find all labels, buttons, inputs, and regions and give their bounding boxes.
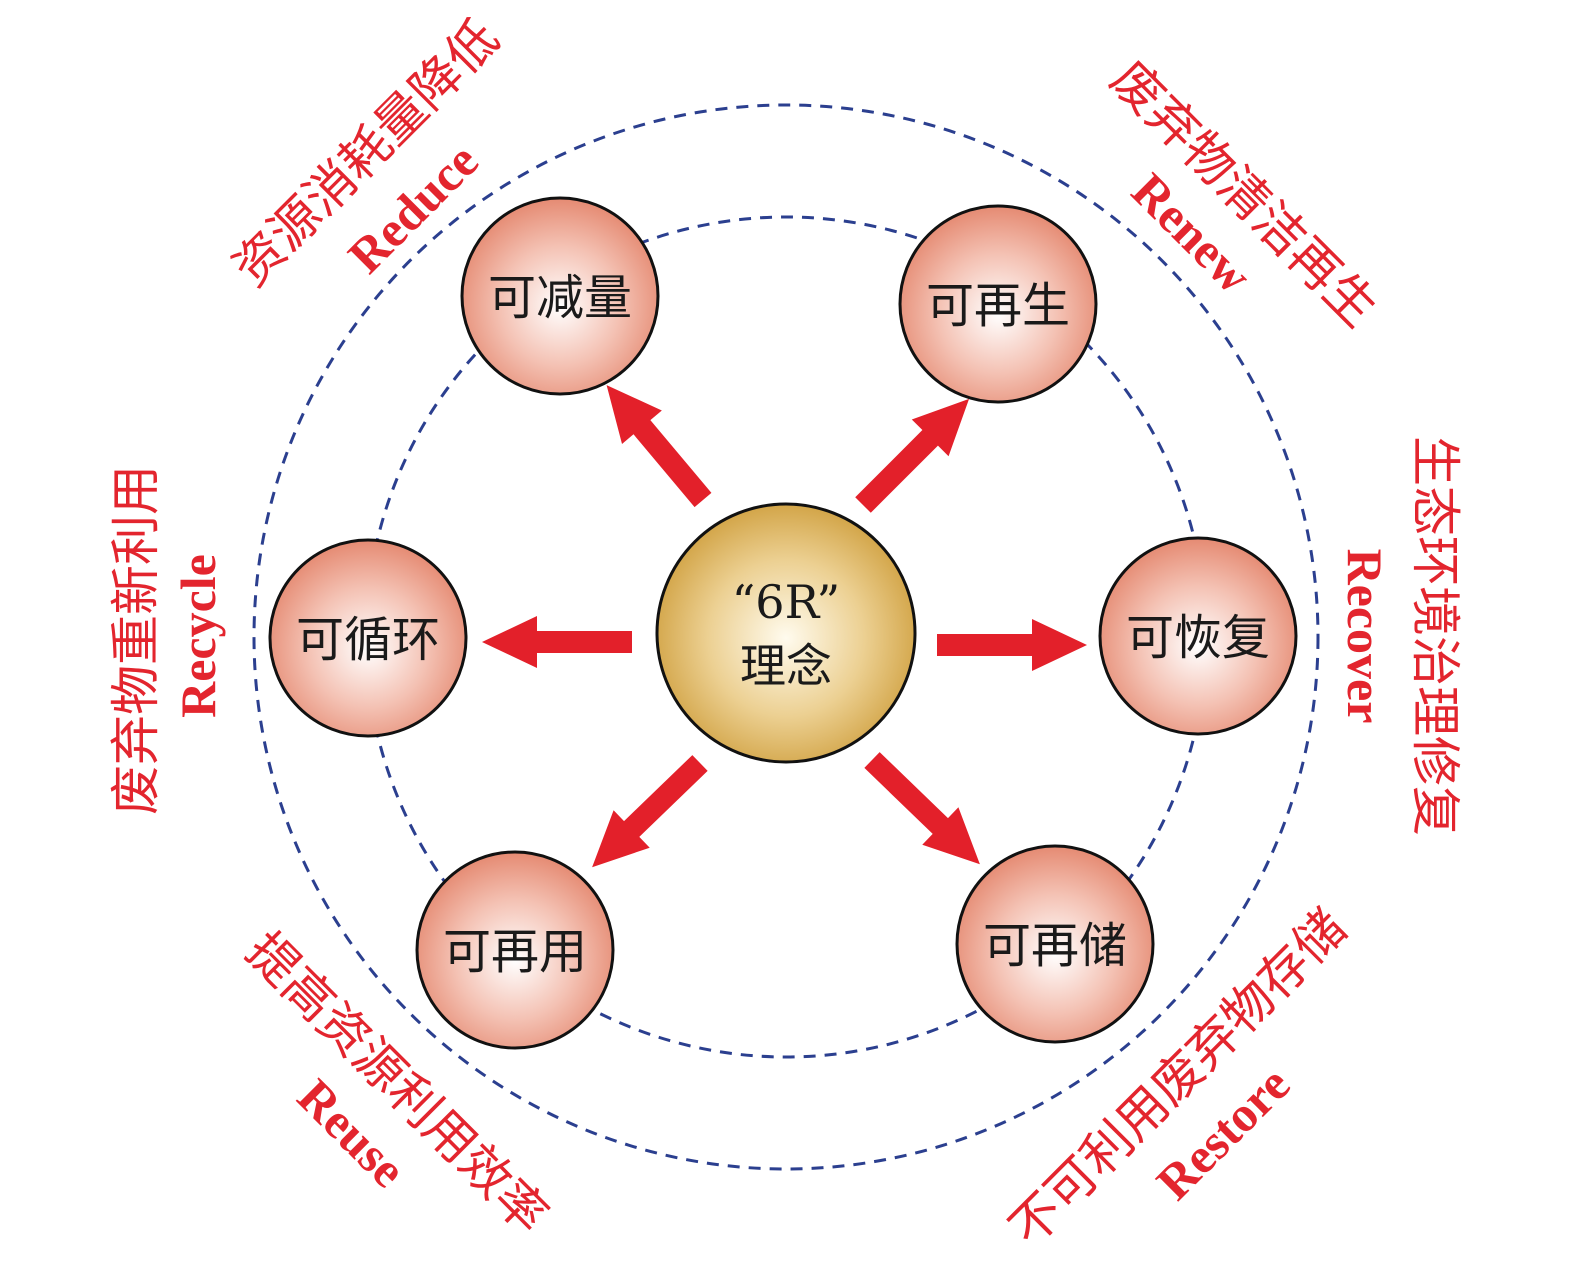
outer-dashed-ring: [252, 103, 1320, 1171]
node-renew: 可再生: [898, 204, 1098, 404]
center-node: “6R” 理念: [655, 502, 917, 764]
node-restore: 可再储: [955, 844, 1155, 1044]
node-reduce-label: 可减量: [488, 270, 632, 326]
label-recover-cn: 生态环境治理修复: [1406, 436, 1464, 836]
label-recycle-en: Recycle: [170, 554, 226, 718]
node-restore-label: 可再储: [983, 918, 1127, 974]
node-renew-label: 可再生: [926, 278, 1070, 334]
node-recover: 可恢复: [1098, 536, 1298, 736]
node-recycle: 可循环: [268, 538, 468, 738]
label-recycle-cn: 废弃物重新利用: [107, 465, 165, 815]
center-subtitle: 理念: [740, 639, 832, 693]
label-recover-en: Recover: [1337, 549, 1393, 724]
center-title: “6R”: [732, 575, 840, 629]
arrow-reduce: [586, 368, 723, 517]
node-reuse-label: 可再用: [443, 924, 587, 980]
node-reduce: 可减量: [460, 196, 660, 396]
arrow-recycle: [482, 616, 632, 668]
arrow-recover: [937, 619, 1087, 671]
arrow-restore: [853, 741, 998, 883]
node-recover-label: 可恢复: [1126, 610, 1270, 666]
arrow-reuse: [574, 744, 719, 886]
node-reuse: 可再用: [415, 850, 615, 1050]
node-recycle-label: 可循环: [296, 612, 440, 668]
arrow-renew: [844, 380, 988, 524]
